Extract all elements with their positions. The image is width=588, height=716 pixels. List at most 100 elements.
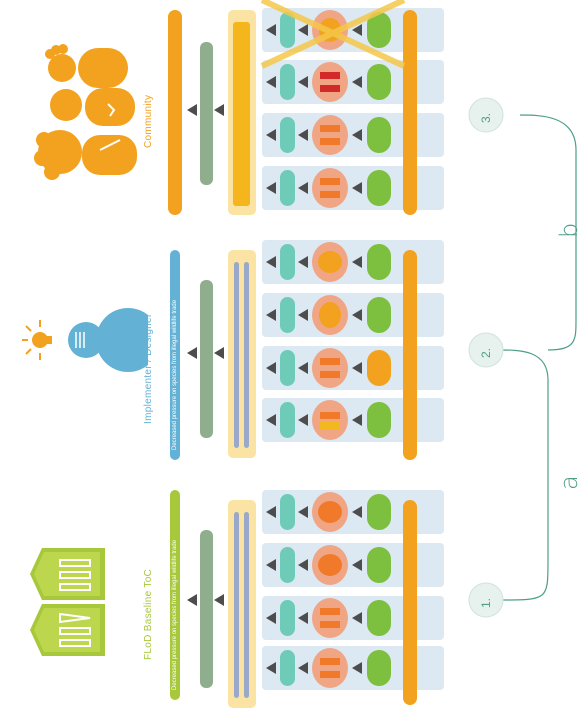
green-node bbox=[367, 650, 391, 686]
inner-bar bbox=[320, 72, 340, 79]
arrow-icon bbox=[266, 506, 276, 518]
teal-node bbox=[280, 547, 295, 583]
teal-node bbox=[280, 297, 295, 333]
salmon-node bbox=[312, 62, 348, 102]
arrow-icon bbox=[266, 559, 276, 571]
arrow-icon bbox=[298, 309, 308, 321]
teal-node bbox=[280, 600, 295, 636]
inner-blob bbox=[318, 251, 342, 273]
arrow-icon bbox=[298, 76, 308, 88]
arrow-icon bbox=[298, 256, 308, 268]
arrow-icon bbox=[352, 559, 362, 571]
salmon-node bbox=[312, 648, 348, 688]
inner-bar bbox=[320, 191, 340, 198]
green-node bbox=[367, 64, 391, 100]
arrow-icon bbox=[352, 414, 362, 426]
teal-node bbox=[280, 117, 295, 153]
arrow-icon bbox=[298, 559, 308, 571]
book-icon bbox=[30, 548, 130, 663]
inner-bar bbox=[320, 125, 340, 132]
green-node bbox=[367, 117, 391, 153]
community-people-icon bbox=[30, 40, 140, 185]
inner-bar bbox=[320, 358, 340, 365]
arrow-icon bbox=[352, 256, 362, 268]
arrow-icon bbox=[352, 662, 362, 674]
bracket-lines bbox=[499, 114, 577, 601]
arrow-icon bbox=[266, 414, 276, 426]
arrow-icon bbox=[352, 362, 362, 374]
arrow-icon bbox=[298, 612, 308, 624]
idea-person-icon bbox=[8, 290, 160, 395]
inner-bar bbox=[320, 421, 340, 430]
step-label-2: 2. bbox=[479, 347, 493, 358]
teal-node bbox=[280, 350, 295, 386]
teal-node bbox=[280, 64, 295, 100]
teal-node bbox=[280, 170, 295, 206]
inner-bar bbox=[320, 621, 340, 628]
step-circles bbox=[468, 97, 504, 618]
slate-bars bbox=[233, 22, 250, 698]
teal-node bbox=[280, 244, 295, 280]
arrow-icon bbox=[266, 24, 276, 36]
arrow-icon bbox=[352, 506, 362, 518]
teal-node bbox=[280, 650, 295, 686]
green-node bbox=[367, 600, 391, 636]
teal-node bbox=[280, 402, 295, 438]
arrow-icon bbox=[266, 662, 276, 674]
step-label-3: 3. bbox=[479, 112, 493, 123]
inner-blob bbox=[318, 501, 342, 523]
salmon-node bbox=[312, 598, 348, 638]
arrow-icon bbox=[352, 612, 362, 624]
chain-elements bbox=[266, 10, 391, 688]
arrow-icon bbox=[352, 309, 362, 321]
arrow-icon bbox=[298, 129, 308, 141]
arrow-icon bbox=[352, 76, 362, 88]
inner-bar bbox=[320, 138, 340, 145]
sage-arrows bbox=[187, 104, 224, 606]
bracket-label-a: a bbox=[555, 475, 583, 490]
teal-node bbox=[280, 12, 295, 48]
crossed-out-row-icon bbox=[260, 0, 406, 69]
arrow-icon bbox=[266, 129, 276, 141]
inner-bar bbox=[320, 371, 340, 378]
green-node bbox=[367, 494, 391, 530]
sage-bars bbox=[200, 42, 213, 688]
salmon-node bbox=[312, 168, 348, 208]
inner-bar bbox=[320, 412, 340, 419]
arrow-icon bbox=[298, 662, 308, 674]
green-node bbox=[367, 297, 391, 333]
salmon-node bbox=[312, 348, 348, 388]
arrow-icon bbox=[352, 129, 362, 141]
orange-bars bbox=[168, 10, 417, 705]
green-node bbox=[367, 402, 391, 438]
green-node bbox=[367, 170, 391, 206]
inner-bar bbox=[320, 85, 340, 92]
arrow-icon bbox=[266, 362, 276, 374]
green-node bbox=[367, 12, 391, 48]
orange-node bbox=[367, 350, 391, 386]
arrow-icon bbox=[352, 182, 362, 194]
inner-bar bbox=[320, 608, 340, 615]
arrow-icon bbox=[352, 24, 362, 36]
arrow-icon bbox=[266, 309, 276, 321]
arrow-icon bbox=[298, 182, 308, 194]
bracket-label-b: b bbox=[555, 222, 583, 238]
arrow-icon bbox=[298, 24, 308, 36]
step-label-1: 1. bbox=[479, 597, 493, 608]
arrow-icon bbox=[298, 414, 308, 426]
salmon-node bbox=[312, 115, 348, 155]
inner-bar bbox=[320, 671, 340, 678]
inner-blob bbox=[318, 554, 342, 576]
arrow-icon bbox=[298, 506, 308, 518]
inner-oval bbox=[319, 302, 341, 328]
inner-bar bbox=[320, 658, 340, 665]
green-node bbox=[367, 244, 391, 280]
arrow-icon bbox=[266, 182, 276, 194]
arrow-icon bbox=[266, 612, 276, 624]
arrow-icon bbox=[266, 76, 276, 88]
salmon-node bbox=[312, 400, 348, 440]
arrow-icon bbox=[298, 362, 308, 374]
green-node bbox=[367, 547, 391, 583]
